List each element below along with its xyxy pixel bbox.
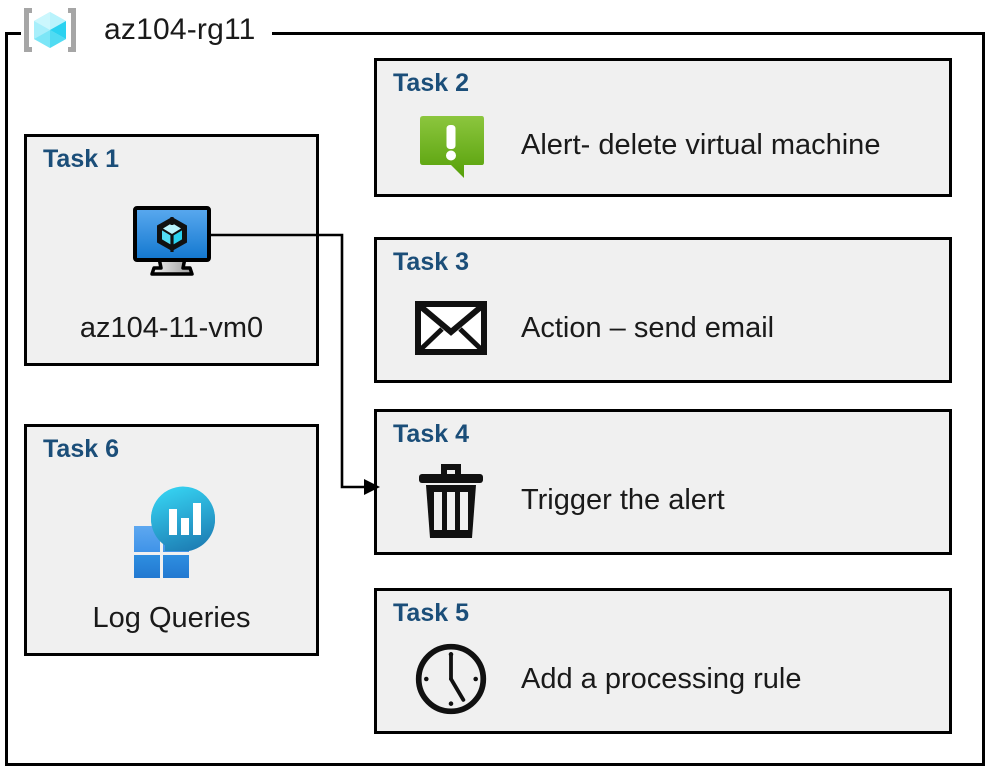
task-label: Task 4 bbox=[393, 420, 469, 448]
task-label: Task 2 bbox=[393, 69, 469, 97]
envelope-icon bbox=[415, 301, 487, 355]
task-label: Task 5 bbox=[393, 599, 469, 627]
trash-icon bbox=[419, 464, 483, 538]
task-content-row: Alert- delete virtual machine bbox=[413, 103, 939, 188]
virtual-machine-icon bbox=[132, 206, 211, 276]
log-queries-icon bbox=[133, 486, 215, 578]
task-content-row: Trigger the alert bbox=[413, 454, 939, 546]
task-card-1[interactable]: Task 1 bbox=[24, 134, 319, 366]
resource-group-header: az104-rg11 bbox=[18, 2, 256, 58]
resource-group-name: az104-rg11 bbox=[104, 13, 256, 46]
azure-resource-group-icon bbox=[24, 8, 76, 52]
task-caption: Log Queries bbox=[92, 602, 251, 634]
resource-group-border-top-right bbox=[272, 32, 985, 35]
task-content-row: Add a processing rule bbox=[413, 633, 939, 725]
task-icon-wrapper bbox=[27, 195, 316, 285]
task-card-6[interactable]: Task 6 bbox=[24, 424, 319, 656]
task-caption: Add a processing rule bbox=[521, 662, 802, 695]
task-caption: Trigger the alert bbox=[521, 483, 725, 516]
task-icon-wrapper bbox=[413, 641, 489, 717]
task-icon-wrapper bbox=[27, 485, 316, 578]
task-card-4[interactable]: Task 4 Trigger the alert bbox=[374, 409, 952, 555]
resource-group-border-top-left bbox=[5, 32, 21, 35]
task-icon-wrapper bbox=[413, 108, 489, 184]
task-label: Task 1 bbox=[43, 145, 119, 173]
task-caption: Action – send email bbox=[521, 311, 775, 344]
clock-icon bbox=[415, 643, 487, 715]
task-label: Task 6 bbox=[43, 435, 119, 463]
resource-group-boundary bbox=[5, 32, 985, 766]
task-icon-wrapper bbox=[413, 290, 489, 366]
task-card-3[interactable]: Task 3 Action – send email bbox=[374, 237, 952, 383]
task-icon-wrapper bbox=[413, 462, 489, 538]
task-label: Task 3 bbox=[393, 248, 469, 276]
task-caption: Alert- delete virtual machine bbox=[521, 129, 881, 161]
task-content-row: Action – send email bbox=[413, 282, 939, 374]
task-card-2[interactable]: Task 2 Alert- delete virtual machine bbox=[374, 58, 952, 197]
alert-bubble-icon bbox=[420, 115, 484, 178]
task-card-5[interactable]: Task 5 Add a processing rule bbox=[374, 588, 952, 734]
task-caption: az104-11-vm0 bbox=[79, 312, 264, 344]
